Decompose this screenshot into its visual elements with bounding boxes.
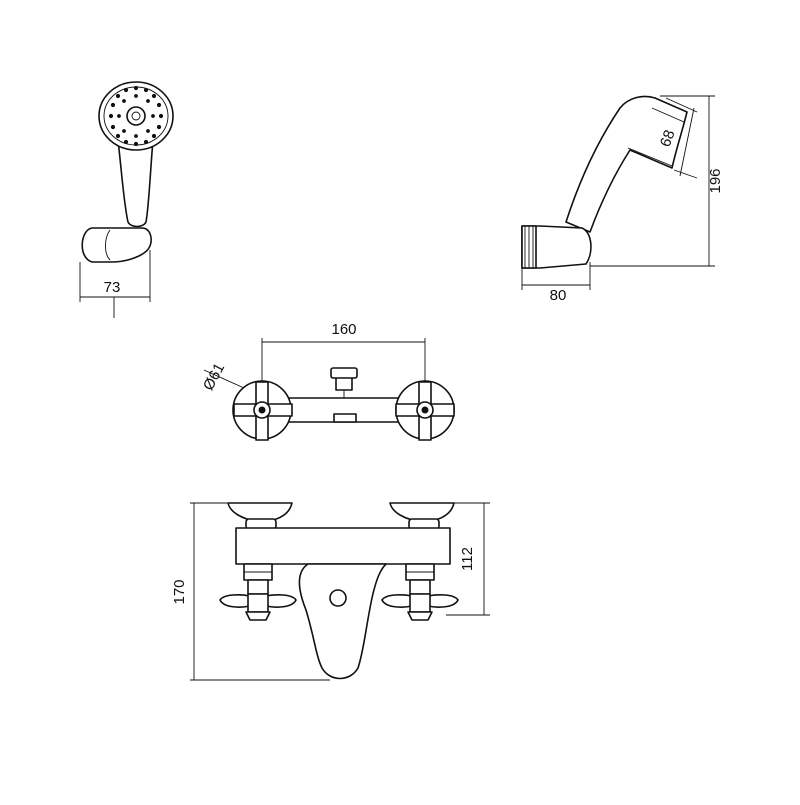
dim-outlet-height: 112 [459,547,476,571]
handshower-front-view: 73 [79,81,174,318]
mixer-front-view: 170 112 [171,502,490,681]
dim-handshower-clip-width: 73 [104,279,121,296]
dim-handle-spacing: 160 [331,321,356,338]
dim-head-diameter: 68 [657,128,679,149]
nozzle-dots [108,85,164,147]
handshower-side-view: 80 196 68 [521,95,724,304]
mixer-top-view: 160 Ø61 [200,321,455,441]
dim-handle-diameter: Ø61 [200,360,228,393]
dim-handshower-side-depth: 80 [550,287,567,304]
dim-overall-height: 170 [171,579,188,604]
dim-handshower-height: 196 [707,168,724,193]
